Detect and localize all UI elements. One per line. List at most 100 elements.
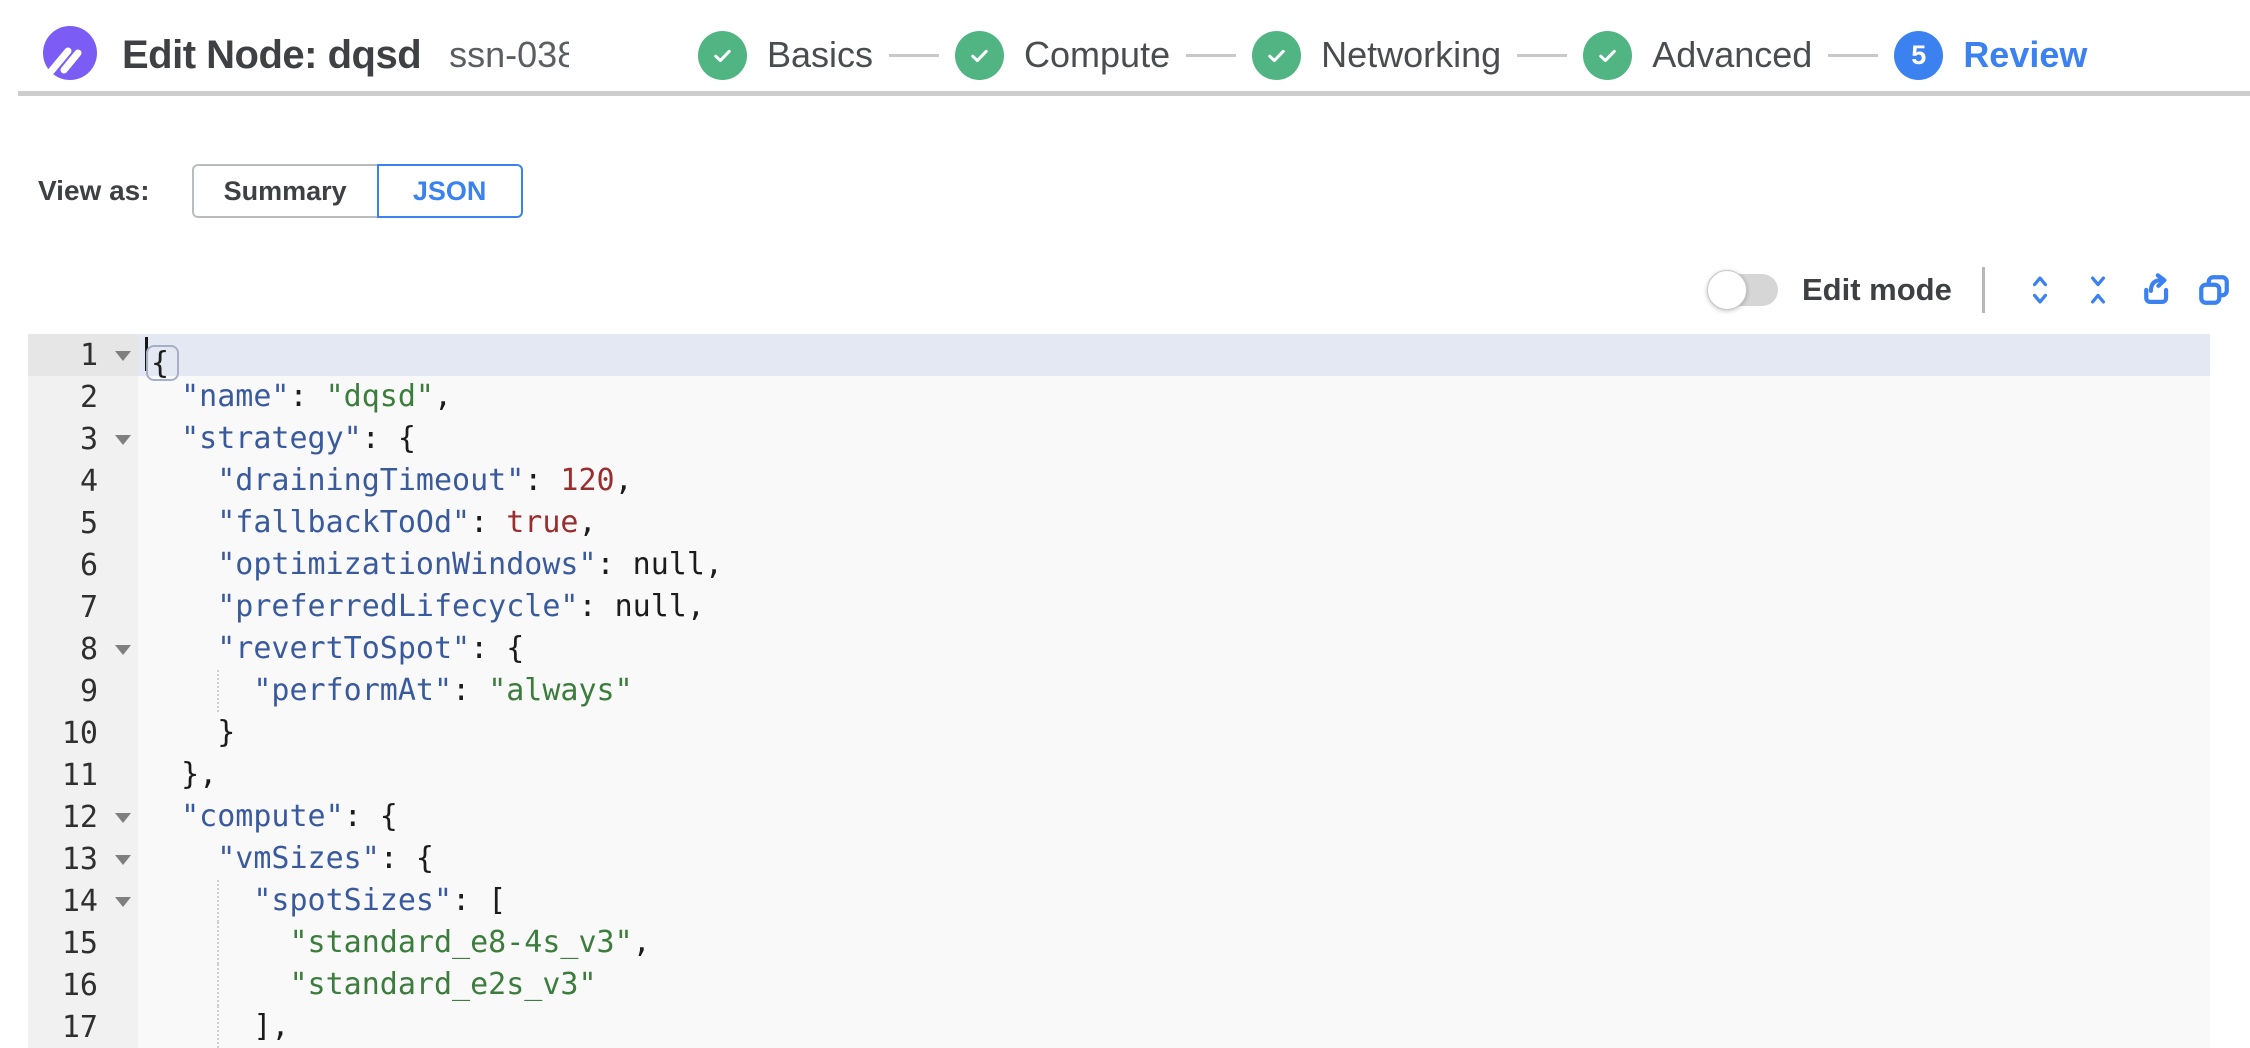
fold-toggle-icon[interactable] xyxy=(115,855,131,865)
line-number: 11 xyxy=(61,757,98,793)
collapse-all-icon[interactable] xyxy=(2076,266,2120,314)
code-token: , xyxy=(632,925,651,960)
code-content[interactable]: "revertToSpot": { xyxy=(138,628,2210,670)
code-content[interactable]: "fallbackToOd": true, xyxy=(138,502,2210,544)
step-label: Compute xyxy=(1024,34,1171,75)
view-as-json-button[interactable]: JSON xyxy=(376,164,523,218)
code-content[interactable]: } xyxy=(138,712,2210,754)
code-content[interactable]: "spotSizes": [ xyxy=(138,880,2210,922)
code-line-10: 10 } xyxy=(28,712,2210,754)
code-token: : xyxy=(289,379,326,414)
code-line-12: 12 "compute": { xyxy=(28,796,2210,838)
edit-mode-toggle[interactable] xyxy=(1707,270,1778,310)
step-check-icon xyxy=(1252,30,1302,80)
code-content[interactable]: "optimizationWindows": null, xyxy=(138,544,2210,586)
code-line-8: 8 "revertToSpot": { xyxy=(28,628,2210,670)
indent-guide xyxy=(217,670,219,712)
line-number: 4 xyxy=(79,463,98,499)
view-as-summary-button[interactable]: Summary xyxy=(191,164,379,218)
expand-all-icon[interactable] xyxy=(2018,266,2062,314)
code-token: } xyxy=(217,715,236,750)
code-token: "always" xyxy=(488,673,633,708)
code-content[interactable]: }, xyxy=(138,754,2210,796)
line-number: 17 xyxy=(61,1009,98,1045)
code-token xyxy=(145,379,181,414)
code-token xyxy=(145,421,181,456)
gutter-cell: 16 xyxy=(28,964,138,1006)
step-connector xyxy=(1517,53,1568,57)
export-icon[interactable] xyxy=(2134,266,2178,314)
line-number: 7 xyxy=(79,589,98,625)
indent-guide xyxy=(217,922,219,964)
code-content[interactable]: "performAt": "always" xyxy=(138,670,2210,712)
code-content[interactable]: "drainingTimeout": 120, xyxy=(138,460,2210,502)
code-content[interactable]: "name": "dqsd", xyxy=(138,376,2210,418)
code-token xyxy=(145,505,217,540)
step-basics[interactable]: Basics xyxy=(698,30,874,80)
line-number: 16 xyxy=(61,967,98,1003)
code-line-13: 13 "vmSizes": { xyxy=(28,838,2210,880)
code-content[interactable]: { xyxy=(138,334,2210,381)
code-content[interactable]: "standard_e8-4s_v3", xyxy=(138,922,2210,964)
line-number: 15 xyxy=(61,925,98,961)
code-token xyxy=(145,715,217,750)
gutter-cell: 15 xyxy=(28,922,138,964)
node-id: ssn-038 xyxy=(449,34,570,75)
code-token: "dqsd" xyxy=(325,379,434,414)
edit-mode-label: Edit mode xyxy=(1802,272,1952,307)
code-line-15: 15 "standard_e8-4s_v3", xyxy=(28,922,2210,964)
line-number: 2 xyxy=(79,379,98,415)
line-number: 9 xyxy=(79,673,98,709)
code-token xyxy=(145,841,217,876)
indent-guide xyxy=(217,880,219,922)
code-token: : xyxy=(578,589,615,624)
step-advanced[interactable]: Advanced xyxy=(1583,30,1812,80)
step-connector xyxy=(1186,53,1237,57)
code-token: , xyxy=(614,463,633,498)
fold-toggle-icon[interactable] xyxy=(115,897,131,907)
code-token: true xyxy=(506,505,579,540)
step-connector xyxy=(1828,53,1879,57)
fold-toggle-icon[interactable] xyxy=(115,645,131,655)
code-token: "drainingTimeout" xyxy=(217,463,525,498)
step-label: Basics xyxy=(767,34,874,75)
step-connector xyxy=(889,53,940,57)
copy-icon[interactable] xyxy=(2192,266,2236,314)
fold-toggle-icon[interactable] xyxy=(115,813,131,823)
code-content[interactable]: ], xyxy=(138,1006,2210,1048)
code-line-6: 6 "optimizationWindows": null, xyxy=(28,544,2210,586)
gutter-cell: 5 xyxy=(28,502,138,544)
line-number: 1 xyxy=(79,337,98,373)
spot-logo-icon xyxy=(38,26,98,84)
gutter-cell: 1 xyxy=(28,334,138,376)
code-content[interactable]: "compute": { xyxy=(138,796,2210,838)
gutter-cell: 2 xyxy=(28,376,138,418)
code-token: "revertToSpot" xyxy=(217,631,471,666)
step-compute[interactable]: Compute xyxy=(955,30,1171,80)
toolbar-divider xyxy=(1981,267,1985,313)
code-content[interactable]: "vmSizes": { xyxy=(138,838,2210,880)
code-token: , xyxy=(578,505,597,540)
json-editor[interactable]: 1 {2 "name": "dqsd", 3 "strategy": { 4 "dra… xyxy=(28,334,2210,1048)
indent-guide xyxy=(217,964,219,1006)
gutter-cell: 3 xyxy=(28,418,138,460)
code-line-5: 5 "fallbackToOd": true, xyxy=(28,502,2210,544)
code-token: : xyxy=(524,463,561,498)
code-content[interactable]: "standard_e2s_v3" xyxy=(138,964,2210,1006)
step-networking[interactable]: Networking xyxy=(1252,30,1501,80)
fold-toggle-icon[interactable] xyxy=(115,351,131,361)
code-content[interactable]: "preferredLifecycle": null, xyxy=(138,586,2210,628)
code-token xyxy=(145,631,217,666)
fold-toggle-icon[interactable] xyxy=(115,435,131,445)
code-token: , xyxy=(434,379,453,414)
line-number: 13 xyxy=(61,841,98,877)
gutter-cell: 11 xyxy=(28,754,138,796)
line-number: 3 xyxy=(79,421,98,457)
code-token: : { xyxy=(361,421,416,456)
code-content[interactable]: "strategy": { xyxy=(138,418,2210,460)
code-token xyxy=(145,589,217,624)
code-token: "spotSizes" xyxy=(253,883,453,918)
